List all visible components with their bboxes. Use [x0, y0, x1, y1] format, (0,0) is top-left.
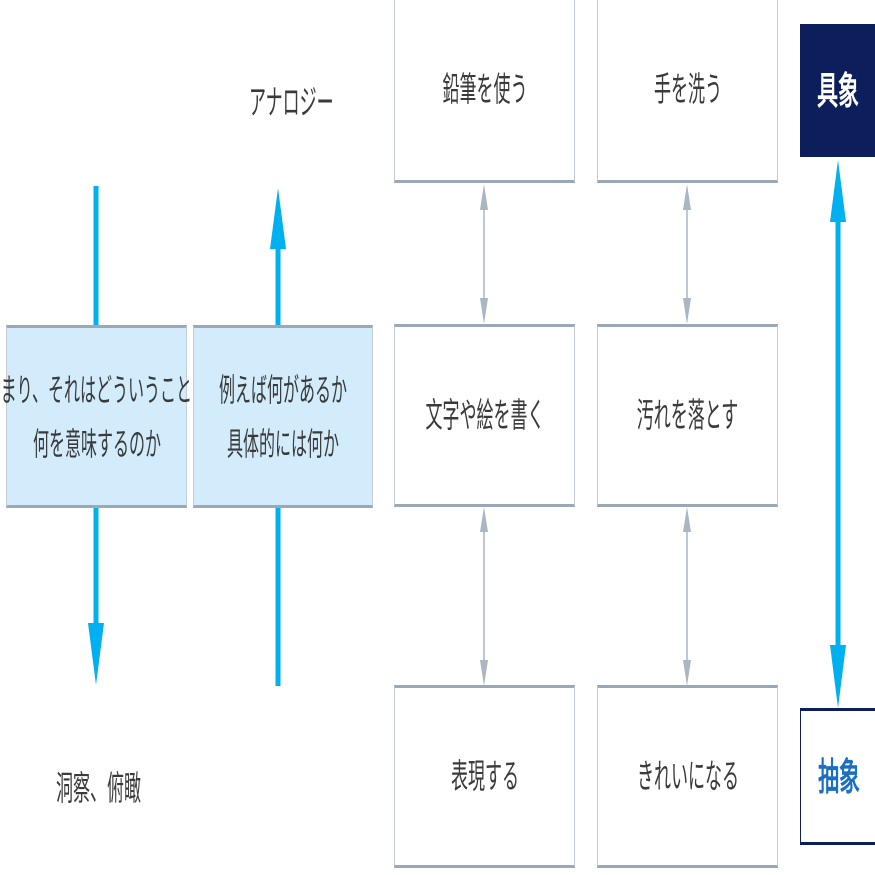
node-col1-concrete: 鉛筆を使う [394, 0, 575, 183]
concretion-question-line-1: 例えば何があるか [219, 370, 348, 409]
concrete-label: 具象 [817, 68, 859, 113]
node-col2-middle: 汚れを落とす [597, 324, 778, 507]
node-col1-middle: 文字や絵を書く [394, 324, 575, 507]
node-col2-abstract: きれいになる [597, 685, 778, 868]
node-text: 汚れを落とす [636, 395, 739, 436]
abstraction-question-box: つまり、それはどういうことか 何を意味するのか [0, 325, 208, 508]
concrete-label-box: 具象 [800, 24, 875, 157]
scale-arrow [830, 160, 846, 708]
node-text: 鉛筆を使う [442, 70, 527, 110]
node-text: 表現する [450, 756, 519, 797]
abstract-label-box: 抽象 [800, 708, 875, 845]
connector-col1-bottom [480, 507, 488, 686]
abstraction-question-line-1: つまり、それはどういうことか [0, 370, 209, 409]
concretion-question-line-2: 具体的には何か [227, 424, 340, 463]
analogy-label: アナロジー [249, 83, 334, 123]
abstraction-question-line-2: 何を意味するのか [32, 424, 161, 463]
abstract-label: 抽象 [817, 754, 860, 799]
connector-col2-bottom [683, 507, 691, 686]
node-col1-abstract: 表現する [394, 685, 575, 868]
node-text: 手を洗う [653, 70, 722, 110]
insight-label: 洞察、俯瞰 [56, 769, 141, 809]
concretion-question-box: 例えば何があるか 具体的には何か [193, 325, 373, 508]
node-text: 文字や絵を書く [425, 395, 544, 436]
node-col2-concrete: 手を洗う [597, 0, 778, 183]
connector-col2-top [683, 184, 691, 324]
node-text: きれいになる [636, 756, 739, 797]
connector-col1-top [480, 184, 488, 324]
